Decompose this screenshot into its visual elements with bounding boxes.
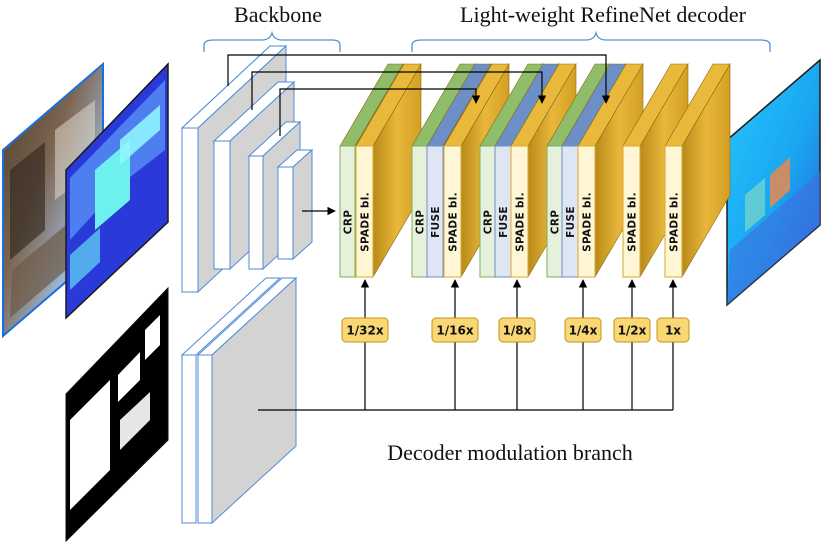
scale-label: 1x [665, 324, 681, 338]
spade-block-label: SPADE bl. [669, 192, 681, 252]
scale-label: 1/16x [436, 324, 473, 338]
backbone-brace [203, 30, 341, 52]
scale-label: 1/32x [346, 324, 383, 338]
backbone-title: Backbone [234, 2, 322, 27]
spade-block-label: SPADE bl. [582, 192, 594, 252]
scale-box: 1/8x [498, 317, 536, 343]
spade-block-label: SPADE bl. [448, 192, 460, 252]
spade-block-label: SPADE bl. [515, 192, 527, 252]
scale-box: 1/2x [613, 317, 651, 343]
fuse-layer-label: FUSE [565, 206, 577, 238]
modulation-branch-title: Decoder modulation branch [387, 440, 633, 465]
input-mask-image [65, 286, 169, 543]
crp-layer-label: CRP [415, 210, 427, 234]
scale-label: 1/8x [503, 324, 532, 338]
fuse-layer-label: FUSE [498, 206, 510, 238]
crp-layer-label: CRP [343, 210, 355, 234]
scale-label: 1/2x [618, 324, 647, 338]
spade-block: SPADE bl. [577, 62, 644, 279]
spade-block-label: SPADE bl. [360, 192, 372, 252]
modulation-branch-encoder [180, 276, 298, 525]
input-sparse-depth-image [65, 62, 169, 320]
crp-layer-label: CRP [550, 210, 562, 234]
scale-box: 1/32x [341, 317, 389, 343]
decoder-title: Light-weight RefineNet decoder [460, 2, 747, 27]
scale-label: 1/4x [569, 324, 598, 338]
fuse-layer-label: FUSE [430, 206, 442, 238]
decoder-block-1: CRP SPADE bl. [339, 62, 422, 279]
spade-block: SPADE bl. [664, 62, 731, 279]
spade-block: SPADE bl. [355, 62, 422, 279]
decoder-block-6: SPADE bl. [664, 62, 731, 279]
scale-box: 1/4x [564, 317, 602, 343]
decoder-brace [411, 30, 771, 52]
scale-box: 1/16x [431, 317, 479, 343]
scale-box: 1x [656, 317, 690, 343]
output-depth-image [726, 58, 821, 307]
modulation-connections [258, 279, 678, 411]
skip-connections [227, 54, 611, 216]
scale-boxes: 1/32x 1/16x 1/8x 1/4x 1/2x 1x [341, 317, 690, 343]
spade-block-label: SPADE bl. [627, 192, 639, 252]
crp-layer-label: CRP [483, 210, 495, 234]
backbone-layers [180, 44, 314, 294]
